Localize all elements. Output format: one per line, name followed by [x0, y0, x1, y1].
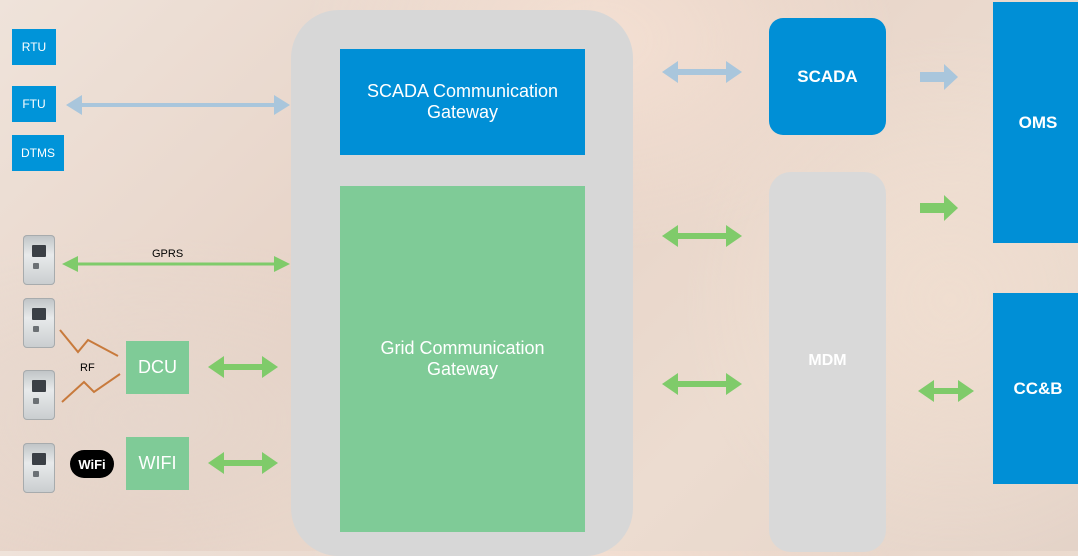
mdm-label: MDM — [808, 352, 847, 369]
gprs-arrow — [62, 256, 290, 272]
scada-communication-gateway: SCADA Communication Gateway — [340, 49, 585, 155]
wifi-logo-icon: WiFi — [70, 450, 114, 478]
wifi-gateway-arrow — [208, 452, 278, 474]
smart-meter-icon — [23, 443, 55, 493]
rf-signal-icon — [61, 373, 121, 403]
mdm-container — [769, 172, 886, 552]
smart-meter-icon — [23, 235, 55, 285]
mdm-oms-arrow — [920, 195, 958, 221]
smart-meter-icon — [23, 298, 55, 348]
ccb-system: CC&B — [993, 293, 1078, 484]
gateway-scada-arrow — [662, 61, 742, 83]
gateway-mdm-arrow — [662, 225, 742, 247]
dcu-gateway-arrow — [208, 356, 278, 378]
rtu-box: RTU — [12, 29, 56, 65]
ftu-box: FTU — [12, 86, 56, 122]
gprs-label: GPRS — [152, 248, 184, 260]
scada-system: SCADA — [769, 18, 886, 135]
ftu-gateway-arrow — [66, 95, 290, 115]
dcu-box: DCU — [126, 341, 189, 394]
rf-label: RF — [80, 362, 95, 374]
grid-communication-gateway: Grid Communication Gateway — [340, 186, 585, 532]
mdm-ccb-arrow — [918, 380, 974, 402]
oms-system: OMS — [993, 2, 1078, 243]
rf-signal-icon — [59, 329, 119, 357]
gateway-mdm-arrow — [662, 373, 742, 395]
wifi-box: WIFI — [126, 437, 189, 490]
smart-meter-icon — [23, 370, 55, 420]
scada-oms-arrow — [920, 64, 958, 90]
dtms-box: DTMS — [12, 135, 64, 171]
